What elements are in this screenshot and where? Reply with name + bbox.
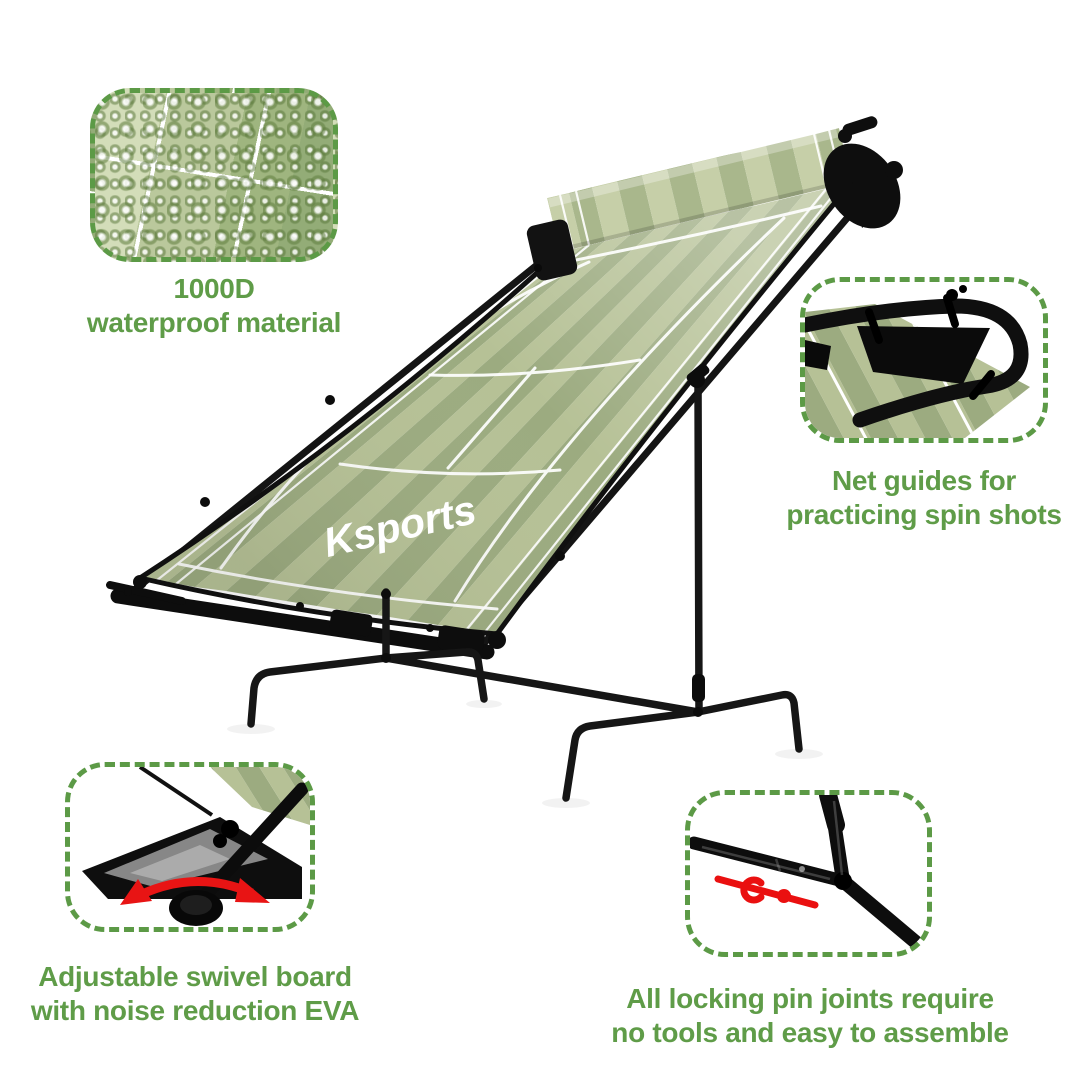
red-arrow-head-left [120,879,152,905]
net-fabric [140,182,852,634]
caption-pins-line1: All locking pin joints require [626,983,994,1014]
callout-waterproof-image [90,88,338,262]
caption-net-guides-line1: Net guides for [831,465,1017,496]
net-guide-fabric-panel [857,326,990,384]
caption-pins-line2: no tools and easy to assemble [611,1017,1009,1048]
caption-waterproof-line1: 1000D [173,273,255,304]
locking-pin-icon [714,875,819,909]
swivel-board-brackets [124,575,506,655]
caption-swivel-line2: with noise reduction EVA [30,995,360,1026]
callout-pin-joint-image [685,790,932,957]
caption-net-guides-line2: practicing spin shots [786,499,1062,530]
caption-waterproof-line2: waterproof material [86,307,342,338]
caption-pin-joints: All locking pin joints require no tools … [610,982,1010,1050]
caption-swivel-line1: Adjustable swivel board [38,961,352,992]
pin-joint-closeup [690,795,927,952]
base-legs [247,378,803,802]
top-right-bracket [823,116,903,229]
caption-waterproof: 1000D waterproof material [34,272,394,340]
swivel-board-closeup [82,767,310,926]
net-guides-closeup [805,285,1030,438]
left-tab [805,340,831,370]
caption-swivel-board: Adjustable swivel board with noise reduc… [10,960,380,1028]
joints [381,363,710,717]
swivel-board-bar [106,581,495,660]
red-arrow-head-right [235,878,270,903]
callout-net-guides-image [800,277,1048,443]
rail-clamps [200,395,565,632]
frame-tubes [690,795,927,952]
ground-shadows [227,700,823,808]
frame-corner-tube [805,298,1029,428]
callout-swivel-board-image [65,762,315,932]
straps [865,294,995,400]
caption-net-guides: Net guides for practicing spin shots [744,464,1080,532]
roller-end-cap [526,219,578,281]
